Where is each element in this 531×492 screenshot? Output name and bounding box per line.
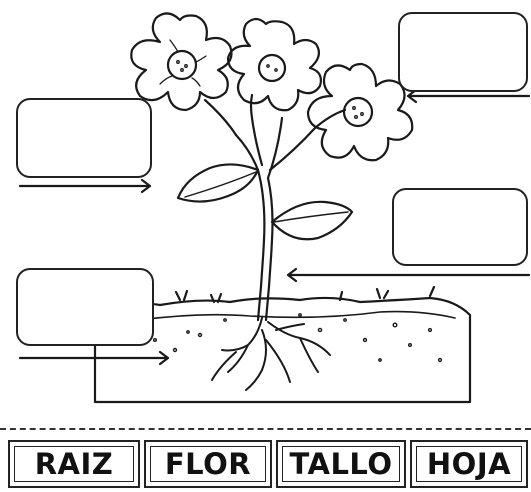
word-card-hoja[interactable]: HOJA bbox=[410, 440, 528, 488]
cut-line bbox=[0, 428, 531, 430]
answer-box-bottom-left[interactable] bbox=[16, 268, 154, 346]
arrow-to-stem bbox=[288, 269, 529, 281]
flower-middle bbox=[228, 19, 321, 110]
word-card-flor[interactable]: FLOR bbox=[144, 440, 272, 488]
word-card-raiz[interactable]: RAIZ bbox=[8, 440, 140, 488]
word-cards: RAIZ FLOR TALLO HOJA bbox=[8, 440, 528, 490]
word-card-tallo[interactable]: TALLO bbox=[276, 440, 406, 488]
flower-left bbox=[131, 13, 231, 110]
answer-box-top-right[interactable] bbox=[398, 12, 528, 92]
arrow-to-leaf bbox=[20, 180, 150, 192]
flower-right bbox=[308, 64, 412, 160]
answer-box-middle-right[interactable] bbox=[392, 188, 528, 266]
answer-box-top-left[interactable] bbox=[16, 98, 152, 178]
